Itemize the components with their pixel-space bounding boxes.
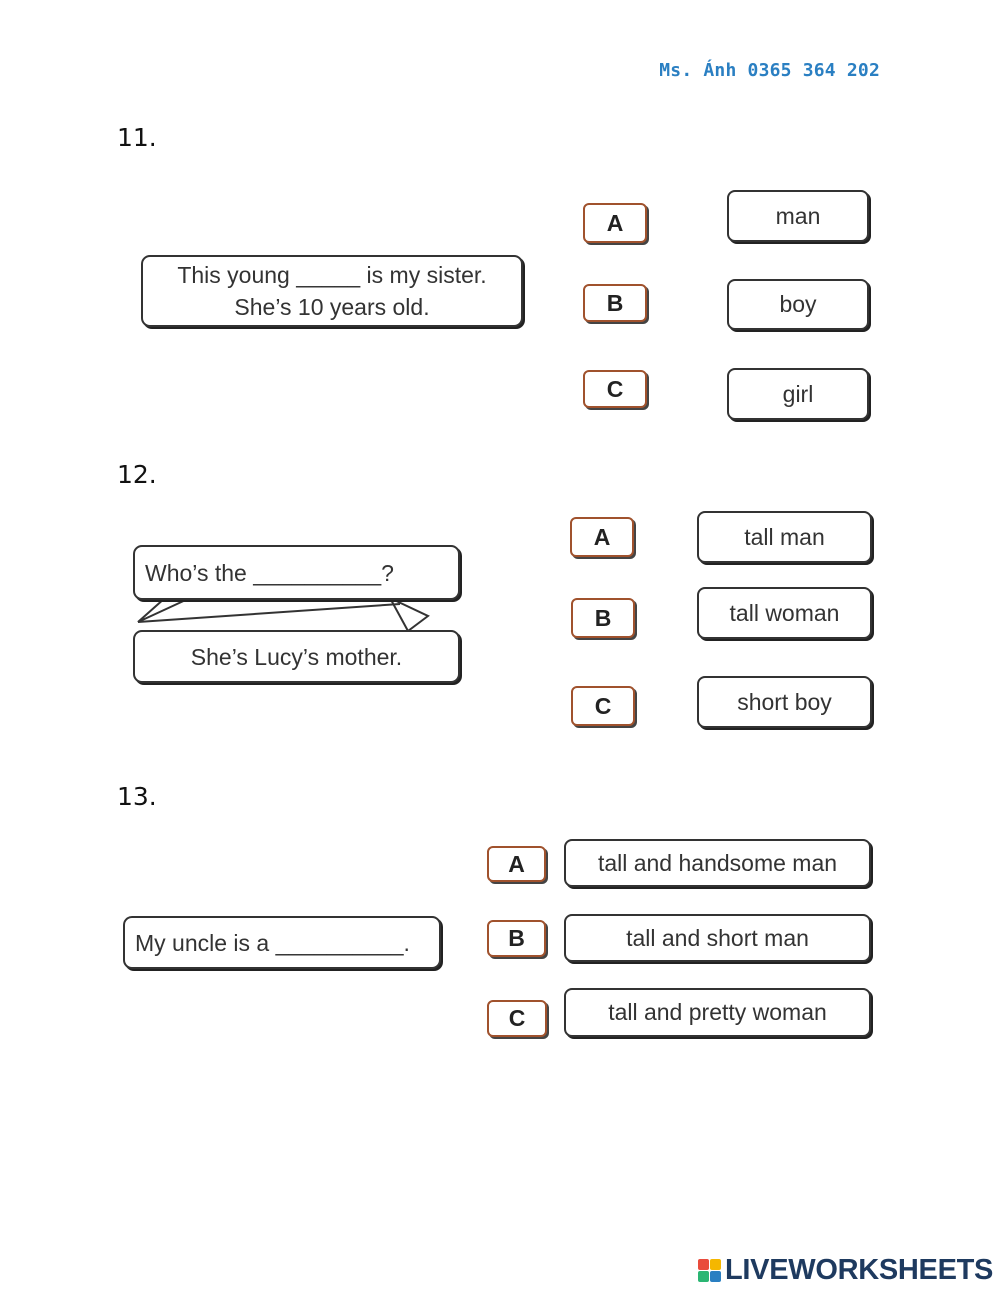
prompt-line: This young _____ is my sister. [177,262,487,288]
option-letter-c[interactable]: C [487,1000,547,1037]
question-number: 11. [117,123,157,152]
option-answer-c[interactable]: short boy [697,676,872,728]
option-letter-a[interactable]: A [570,517,634,557]
liveworksheets-logo: LIVEWORKSHEETS [698,1253,994,1286]
option-letter-b[interactable]: B [571,598,635,638]
option-answer-b[interactable]: tall woman [697,587,872,639]
prompt-line: Who’s the __________? [145,559,394,586]
question-prompt-bubble: This young _____ is my sister. She’s 10 … [141,255,523,327]
brand-name: LIVEWORKSHEETS [725,1253,994,1286]
prompt-line: My uncle is a __________. [135,929,410,956]
option-answer-b[interactable]: boy [727,279,869,330]
option-answer-c[interactable]: tall and pretty woman [564,988,871,1037]
question-number: 12. [117,460,157,489]
option-letter-b[interactable]: B [583,284,647,322]
option-answer-a[interactable]: tall man [697,511,872,563]
option-answer-b[interactable]: tall and short man [564,914,871,962]
option-letter-c[interactable]: C [583,370,647,408]
option-answer-a[interactable]: tall and handsome man [564,839,871,887]
question-number: 13. [117,782,157,811]
option-letter-a[interactable]: A [583,203,647,243]
question-bubble: Who’s the __________? [133,545,460,600]
answer-bubble: She’s Lucy’s mother. [133,630,460,683]
option-answer-c[interactable]: girl [727,368,869,420]
liveworksheets-logo-icon [698,1258,721,1282]
option-letter-b[interactable]: B [487,920,546,957]
teacher-contact: Ms. Ánh 0365 364 202 [659,60,880,81]
question-prompt-bubble: My uncle is a __________. [123,916,441,969]
prompt-line: She’s Lucy’s mother. [190,643,403,670]
option-letter-a[interactable]: A [487,846,546,882]
prompt-line: She’s 10 years old. [234,294,430,320]
option-letter-c[interactable]: C [571,686,635,726]
option-answer-a[interactable]: man [727,190,869,242]
